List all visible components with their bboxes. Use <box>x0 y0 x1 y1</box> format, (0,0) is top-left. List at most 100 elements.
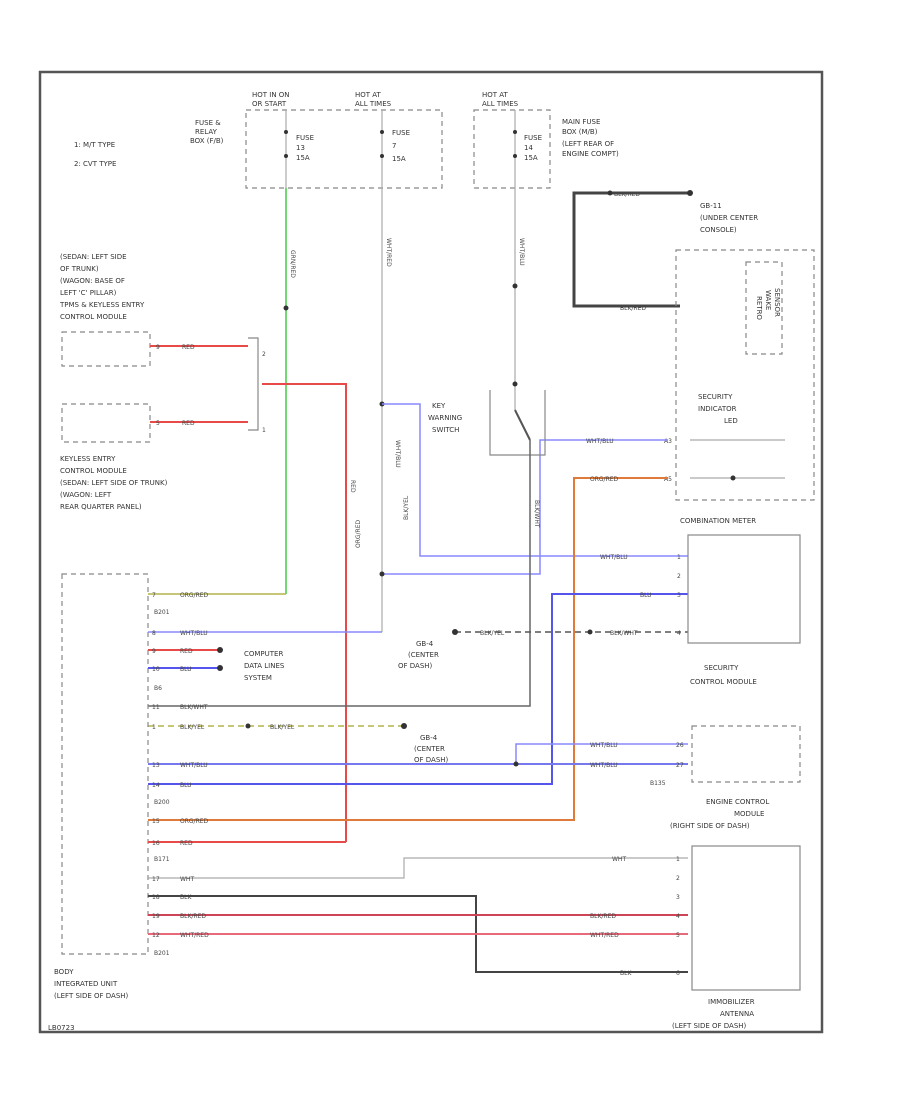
bi-pin-8: 8 <box>152 630 156 637</box>
hot-at-all2-label-1: HOT AT <box>482 91 509 99</box>
splice-pin-2: 1 <box>262 427 266 434</box>
fuse7-dot-bot <box>380 154 384 158</box>
bi-wire-blu2: BLU <box>180 782 192 789</box>
legend: 1: M/T TYPE 2: CVT TYPE <box>74 141 116 168</box>
bi-pin-17: 17 <box>152 876 160 883</box>
keyless-label-1: KEYLESS ENTRY <box>60 455 116 463</box>
gb4-mid-dot-2 <box>245 723 251 729</box>
legend-item-1: 1: M/T TYPE <box>74 141 115 149</box>
bi-wire-blk-red: BLK/RED <box>180 913 206 920</box>
blu-data-dot <box>217 665 223 671</box>
keyless-wire-label: RED <box>182 420 195 427</box>
computer-data-2: DATA LINES <box>244 662 285 670</box>
engine-control-box <box>691 725 801 783</box>
body-integrated-label-1: BODY <box>54 968 74 976</box>
engine-control-label-1: ENGINE CONTROL <box>706 798 769 806</box>
hot-in-on-label-2: OR START <box>252 100 287 108</box>
fuse7-text-3: 15A <box>392 155 406 163</box>
body-integrated-box <box>61 573 149 955</box>
ant-wire-wht: WHT <box>612 856 626 863</box>
main-fuse-box-label-3: (LEFT REAR OF <box>562 140 614 148</box>
fuse13-text-2: 13 <box>296 144 305 152</box>
fuse-relay-box-label-1: FUSE & <box>195 119 221 127</box>
vertical-wires: GRN/RED RED WHT/RED WHT/BLU WHT/BLU WHT/… <box>148 188 688 842</box>
engine-control-label-3: (RIGHT SIDE OF DASH) <box>670 822 750 830</box>
main-fuse-box-outline <box>473 109 551 189</box>
gb4-top-label-1: GB-4 <box>416 640 434 648</box>
cm-pin-2: 2 <box>677 573 681 580</box>
blu-meter-label: BLU <box>640 592 652 599</box>
bi-conn-b6: B6 <box>154 685 162 692</box>
bi-pin-15: 15 <box>152 818 160 825</box>
sec-pin-1: A3 <box>664 438 672 445</box>
v-blk-wht-label: BLK/WHT <box>533 500 540 528</box>
bi-pin-9: 9 <box>152 648 156 655</box>
cm-pin-1: 1 <box>677 554 681 561</box>
blk-wht-wire <box>148 440 531 707</box>
engine-control-label-2: MODULE <box>734 810 764 818</box>
blu-meter-wire <box>148 593 688 785</box>
bi-pin-7: 7 <box>152 592 156 599</box>
gb11-label-1: GB-11 <box>700 202 722 210</box>
grn-red-dot <box>283 305 289 311</box>
bi-wire-wht-red: WHT/RED <box>180 932 209 939</box>
meter-wht-blu-label: WHT/BLU <box>600 554 628 561</box>
ecm-wht-blu-1: WHT/BLU <box>590 742 618 749</box>
immobilizer-antenna-module: 1 2 3 4 5 6 IMMOBILIZER ANTENNA (LEFT SI… <box>672 845 801 1030</box>
bi-wire-wht-blu: WHT/BLU <box>180 630 208 637</box>
wht-blu-ecm-wire-2 <box>515 743 688 764</box>
org-red-wire <box>148 477 668 821</box>
ant-wire-wht-red: WHT/RED <box>590 932 619 939</box>
bi-wire-blk: BLK <box>180 894 192 901</box>
bi-wire-blk-wht: BLK/WHT <box>180 704 208 711</box>
sec-indicator-label-2: INDICATOR <box>698 405 737 413</box>
bi-wire-red: RED <box>180 648 193 655</box>
gb4-mid-label-2: (CENTER <box>414 745 445 753</box>
fuse13-text-1: FUSE <box>296 134 314 142</box>
gb11-dot-2 <box>607 190 613 196</box>
gb4-top-wire-label: BLK/YEL <box>480 630 505 637</box>
ecm-splice-dot <box>513 761 519 767</box>
diagram-frame <box>38 70 824 1034</box>
fuse7-dot-top <box>380 130 384 134</box>
immobilizer-antenna-label-2: ANTENNA <box>720 1010 754 1018</box>
sec-indicator-dot <box>730 475 736 481</box>
gb11-wire <box>572 191 690 308</box>
ia-pin-4: 4 <box>676 913 680 920</box>
gb4-top-dot <box>452 629 458 635</box>
retro-sensor-box <box>745 261 783 355</box>
key-warning-label-1: KEY <box>432 402 446 410</box>
key-warning-label-3: SWITCH <box>432 426 459 434</box>
fuse7-text-2: 7 <box>392 142 396 150</box>
gb11-lower-wire-label: BLK/RED <box>620 305 646 312</box>
main-fuse-box-label-4: ENGINE COMPT) <box>562 150 619 158</box>
combination-meter-box <box>687 534 801 644</box>
bi-conn-b171: B171 <box>154 856 170 863</box>
footer-code: LB0723 <box>48 1024 75 1032</box>
sedan-left-1: (SEDAN: LEFT SIDE <box>60 253 127 261</box>
cm-pin-4: 4 <box>677 630 681 637</box>
tpms-pin: 9 <box>156 344 160 351</box>
bi-pin-1: 1 <box>152 724 156 731</box>
ia-pin-6: 6 <box>676 970 680 977</box>
fuse14-dot-bot <box>513 154 517 158</box>
hot-in-on-label-1: HOT IN ON <box>252 91 290 99</box>
bi-pin-19: 19 <box>152 913 160 920</box>
fuse13-dot-top <box>284 130 288 134</box>
bi-pin-18: 18 <box>152 894 160 901</box>
sedan-left-2: OF TRUNK) <box>60 265 99 273</box>
combination-meter-module: COMBINATION METER 1 2 3 4 SECURITY CONTR… <box>677 517 801 686</box>
key-switch-bracket <box>489 390 546 456</box>
gb4-top-dot-2 <box>587 629 593 635</box>
key-warning-label-2: WARNING <box>428 414 462 422</box>
splice-bracket <box>248 337 259 431</box>
gb11-label-3: CONSOLE) <box>700 226 737 234</box>
retro-label-2: WAKE <box>764 290 772 310</box>
fuse14-text-1: FUSE <box>524 134 542 142</box>
cm-pin-3: 3 <box>677 592 681 599</box>
ia-pin-1: 1 <box>676 856 680 863</box>
keyless-label-4: (WAGON: LEFT <box>60 491 112 499</box>
bi-pin-12: 12 <box>152 932 160 939</box>
wht-blu-dot <box>379 571 385 577</box>
